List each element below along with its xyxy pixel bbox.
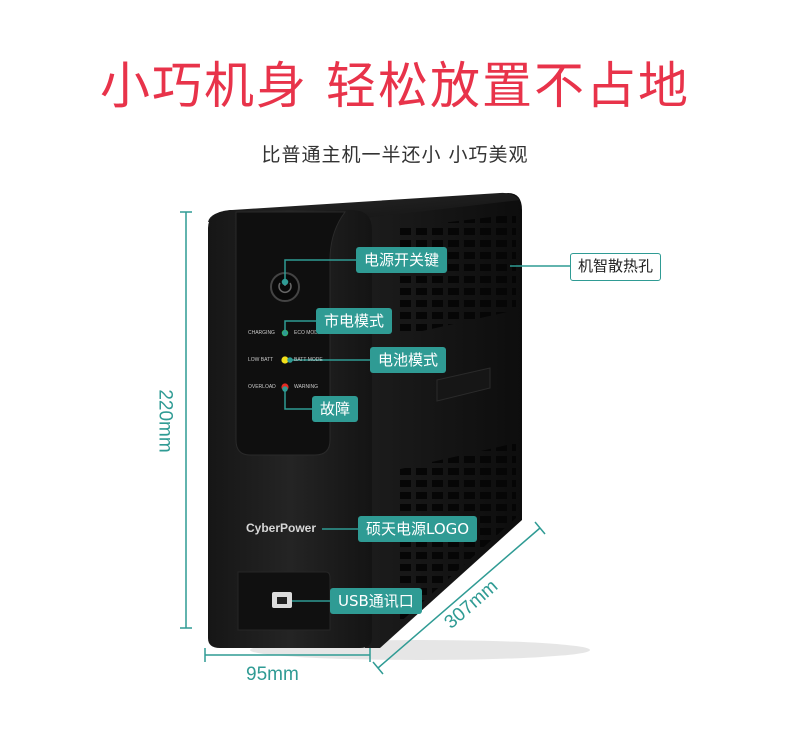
dimension-width: 95mm (246, 664, 299, 685)
power-symbol-icon (278, 282, 292, 293)
page-subheadline: 比普通主机一半还小 小巧美观 (261, 144, 529, 166)
indicator-low-batt: LOW BATT (248, 357, 274, 363)
callout-usb: USB通讯口 (330, 588, 422, 614)
upper-vents (400, 214, 516, 336)
indicator-eco-mode: ECO MODE (294, 330, 322, 336)
indicator-batt-mode: BATT MODE (294, 357, 323, 363)
dimension-height: 220mm (154, 389, 176, 453)
side-brand-plate (436, 367, 491, 402)
callout-lines (281, 259, 570, 602)
callout-battery-mode: 电池模式 (370, 347, 447, 373)
callout-logo: 硕天电源LOGO (358, 516, 478, 542)
callout-power-button: 电源开关键 (356, 247, 448, 273)
dimension-lines (180, 211, 546, 675)
callout-fault: 故障 (312, 396, 359, 422)
led-yellow-icon (281, 356, 289, 364)
indicator-overload: OVERLOAD (248, 384, 276, 390)
control-panel (235, 211, 346, 456)
callout-mains-mode: 市电模式 (316, 308, 393, 334)
brand-logo: CyberPower (246, 521, 317, 535)
indicator-warning: WARNING (294, 384, 318, 390)
page-headline: 小巧机身 轻松放置不占地 (100, 57, 690, 115)
callout-vents: 机智散热孔 (570, 253, 662, 281)
indicator-charging: CHARGING (248, 330, 275, 336)
